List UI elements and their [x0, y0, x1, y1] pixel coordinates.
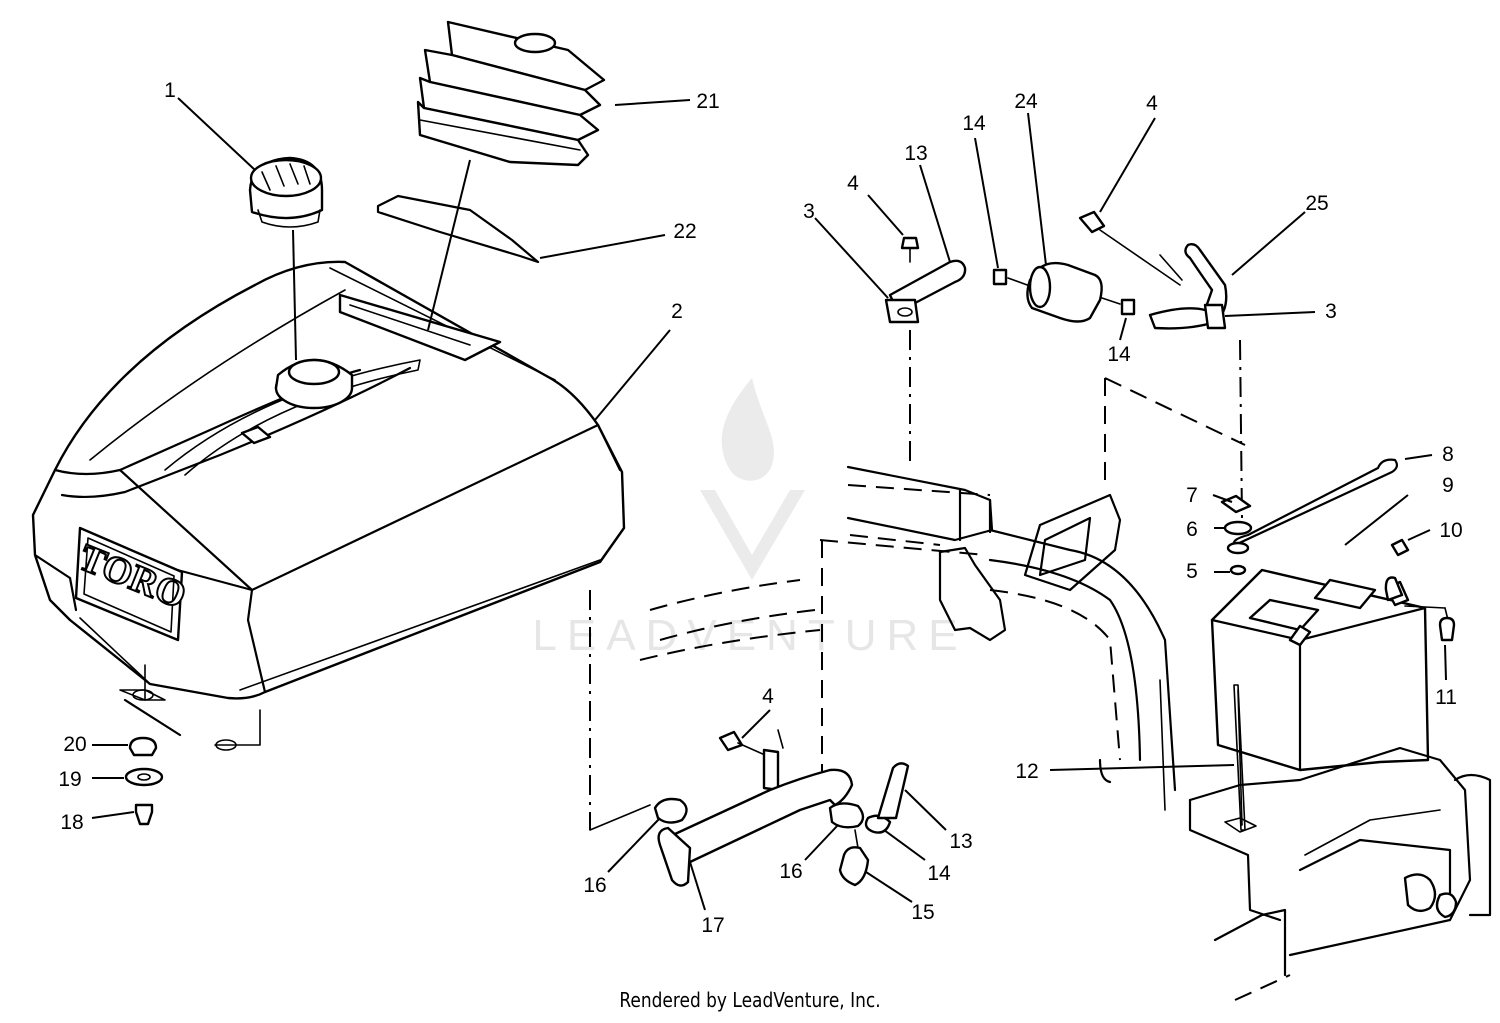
callout-13a: 13 [904, 142, 927, 165]
callout-22: 22 [673, 220, 696, 243]
callout-4b: 4 [1146, 92, 1158, 115]
callout-1: 1 [164, 79, 176, 102]
callout-2: 2 [671, 300, 683, 323]
callout-14b: 14 [1107, 343, 1131, 366]
callout-16a: 16 [583, 874, 606, 897]
callout-14c: 14 [927, 862, 951, 885]
callout-5: 5 [1186, 560, 1198, 583]
tank-mount-hardware [91, 664, 182, 826]
callout-20: 20 [63, 733, 86, 756]
callout-15: 15 [911, 901, 934, 924]
callout-4c: 4 [762, 685, 774, 708]
gauge-gasket [376, 194, 540, 264]
callout-3a: 3 [803, 200, 815, 223]
callout-16b: 16 [779, 860, 802, 883]
callout-14a: 14 [962, 112, 986, 135]
callout-18: 18 [60, 811, 83, 834]
callout-9: 9 [1442, 474, 1454, 497]
callout-3b: 3 [1325, 300, 1337, 323]
callout-6: 6 [1186, 518, 1198, 541]
flame-v-logo-icon [700, 378, 805, 580]
callout-7: 7 [1186, 484, 1198, 507]
fuel-filter-assembly [814, 112, 1316, 341]
mower-frame [589, 330, 1246, 830]
callout-10: 10 [1439, 519, 1462, 542]
callout-25: 25 [1305, 192, 1328, 215]
watermark: LEADVENTURE [532, 378, 967, 660]
fuel-tank: TORO [31, 260, 626, 751]
callout-4a: 4 [847, 172, 859, 195]
callout-24: 24 [1014, 90, 1038, 113]
callout-12: 12 [1015, 760, 1038, 783]
lower-fuel-line [589, 709, 947, 911]
callout-13b: 13 [949, 830, 972, 853]
fuel-gauge-boot [416, 20, 606, 167]
battery [1049, 454, 1492, 1001]
callout-17: 17 [701, 914, 724, 937]
callout-labels: 1 2 21 22 3 4 13 14 24 4 25 3 14 8 7 9 6… [58, 79, 1462, 937]
callout-11: 11 [1435, 686, 1457, 709]
watermark-text: LEADVENTURE [532, 611, 967, 660]
callout-19: 19 [58, 768, 81, 791]
callout-21: 21 [696, 90, 719, 113]
fuel-cap [248, 156, 324, 228]
callout-8: 8 [1442, 443, 1454, 466]
rendered-by-footer: Rendered by LeadVenture, Inc. [619, 988, 881, 1012]
